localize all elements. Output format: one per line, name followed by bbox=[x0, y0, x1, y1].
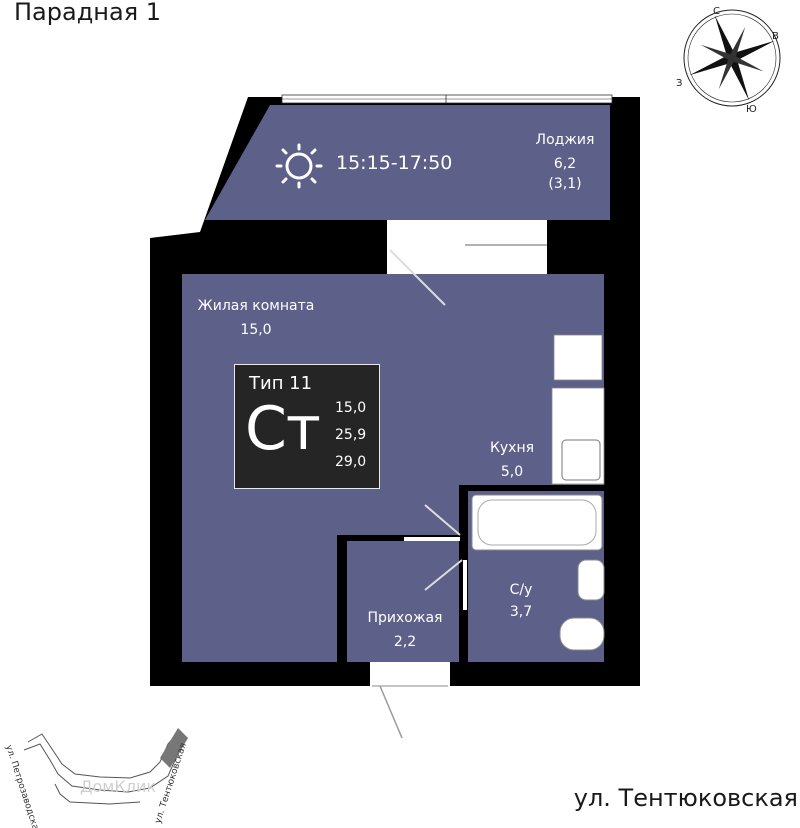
compass-east-label: В bbox=[772, 31, 779, 42]
toilet bbox=[559, 617, 605, 651]
kitchen-stove bbox=[553, 334, 603, 381]
compass-west-label: З bbox=[676, 78, 682, 89]
loggia-label: Лоджия 6,2 (3,1) bbox=[520, 130, 610, 194]
street-name: ул. Тентюковская bbox=[573, 784, 798, 812]
bathroom-sink bbox=[577, 559, 605, 601]
compass-north-label: С bbox=[713, 6, 720, 17]
sun-time-range: 15:15-17:50 bbox=[336, 152, 453, 174]
loggia-name: Лоджия bbox=[535, 132, 595, 148]
hall-floor bbox=[347, 541, 462, 662]
kitchen-area: 5,0 bbox=[500, 464, 524, 480]
site-plan-thumbnail: ДомКлик ул. Петрозаводская ул. Тентюковс… bbox=[3, 728, 189, 828]
bathroom-area: 3,7 bbox=[509, 604, 533, 620]
badge-living-area: 15,0 bbox=[335, 400, 367, 416]
site-plan-watermark: ДомКлик bbox=[80, 777, 156, 796]
entrance-title: Парадная 1 bbox=[14, 0, 162, 26]
apartment-type-badge: Тип 11 Ст 15,0 25,9 29,0 bbox=[234, 364, 380, 489]
living-room-name: Жилая комната bbox=[197, 298, 315, 314]
bathroom-name: С/у bbox=[509, 582, 533, 598]
kitchen-label: Кухня 5,0 bbox=[480, 438, 544, 482]
loggia-area: 6,2 bbox=[553, 156, 577, 172]
bathroom-label: С/у 3,7 bbox=[496, 580, 546, 622]
kitchen-name: Кухня bbox=[489, 440, 535, 456]
kitchen-sink bbox=[561, 439, 601, 481]
compass-south-label: Ю bbox=[746, 104, 757, 114]
badge-code: Ст bbox=[245, 394, 321, 464]
hall-name: Прихожая bbox=[367, 610, 443, 626]
badge-area-with-loggia: 29,0 bbox=[335, 454, 367, 470]
sun-icon bbox=[275, 143, 323, 189]
compass-rose-icon: С В Ю З bbox=[676, 6, 781, 114]
hall-area: 2,2 bbox=[393, 634, 417, 650]
hall-label: Прихожая 2,2 bbox=[355, 608, 455, 652]
site-plan-street-left: ул. Петрозаводская bbox=[3, 744, 42, 828]
living-room-area: 15,0 bbox=[240, 322, 272, 338]
badge-total-area: 25,9 bbox=[335, 427, 367, 443]
loggia-floor bbox=[205, 105, 610, 220]
loggia-area-reduced: (3,1) bbox=[548, 176, 582, 192]
badge-type: Тип 11 bbox=[249, 373, 313, 394]
living-room-label: Жилая комната 15,0 bbox=[190, 296, 322, 340]
